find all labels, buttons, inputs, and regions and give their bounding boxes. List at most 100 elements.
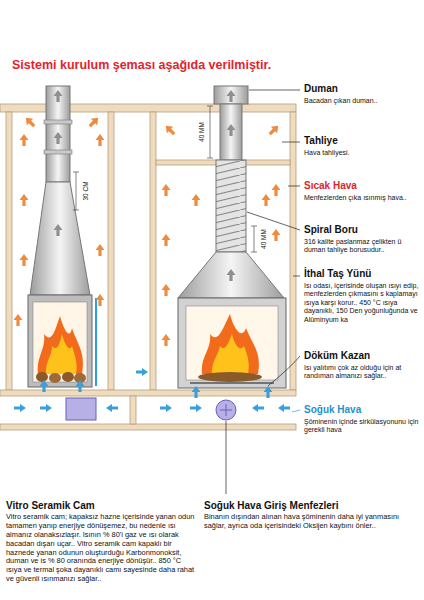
right-fireplace [220, 104, 242, 160]
cold-air-arrows [190, 404, 202, 412]
building-structure [150, 112, 156, 390]
hot-air-arrows [162, 334, 171, 346]
hot-air-arrows [14, 314, 23, 326]
dimension-lines [251, 226, 257, 252]
smoke-arrows [54, 90, 236, 281]
callout-text: 316 kalite paslanmaz çelikten ü duman ta… [304, 238, 420, 255]
cold-air-arrows [106, 404, 118, 412]
hot-air-arrows [87, 115, 102, 130]
callout-text: Isı odası, içerisinde oluşan ısıyı edip,… [304, 282, 420, 324]
leader-lines [292, 410, 300, 412]
hot-air-arrows [262, 194, 271, 206]
cold-air-arrows [14, 404, 26, 412]
cold-air-arrows [264, 386, 273, 398]
right-fireplace [212, 334, 249, 374]
hot-air-arrows [96, 134, 105, 146]
building-structure [290, 112, 296, 390]
smoke-arrows [54, 224, 63, 236]
right-fireplace [214, 86, 248, 104]
smoke-arrows [227, 90, 236, 102]
hot-air-arrows [163, 123, 178, 138]
hot-air-arrows [23, 115, 38, 130]
hot-air-arrows [14, 115, 282, 346]
hot-air-arrows [23, 115, 38, 130]
cold-air-arrows [40, 380, 49, 392]
dimension-lines [73, 106, 257, 252]
left-fireplace [30, 182, 90, 295]
hot-air-arrows [20, 194, 29, 206]
leader-lines [247, 212, 300, 230]
cold-air-arrows [192, 386, 201, 398]
right-fireplace [186, 306, 278, 380]
cold-air-arrows [278, 404, 290, 412]
hot-air-arrows [163, 123, 178, 138]
leader-lines [249, 90, 300, 91]
cold-air-arrows [278, 404, 290, 412]
right-fireplace [202, 314, 259, 374]
dimension-lines [207, 106, 213, 158]
cold-air-arrows [252, 404, 264, 412]
right-fireplace [220, 404, 232, 416]
hot-air-arrows [267, 123, 282, 138]
hot-air-arrows [162, 284, 171, 296]
building-structure [0, 104, 296, 430]
note-text: Vitro seramik cam; kapaksız hazne içeris… [6, 513, 198, 584]
callout-text: Bacadan çıkan duman.. [304, 97, 420, 105]
building-structure [0, 424, 296, 430]
leader-lines [282, 142, 300, 143]
left-fireplace [38, 316, 83, 374]
building-structure [130, 396, 136, 424]
right-fireplace [190, 382, 274, 384]
diagram-title: Sistemi kurulum şeması aşağıda verilmişt… [12, 58, 271, 73]
hot-air-arrows [96, 294, 105, 306]
callout-text: Menfezlerden çıka ısınmış hava.. [304, 194, 420, 202]
building-structure [0, 104, 296, 112]
cold-air-arrows [14, 368, 290, 412]
hot-air-arrows [20, 254, 29, 266]
callout-text: Şöminenin içinde sirkülasyonunu için ger… [304, 418, 420, 435]
left-fireplace [28, 86, 96, 420]
left-fireplace [44, 150, 72, 154]
note-heading: Vitro Seramik Cam [6, 500, 196, 512]
callout-heading: Döküm Kazan [304, 350, 420, 362]
callout-text: Hava tahliyesi. [304, 149, 420, 157]
smoke-arrows [227, 269, 236, 281]
note-text: Binanın dışından alınan hava şöminenin d… [204, 513, 418, 531]
right-fireplace [198, 372, 262, 382]
dimension-label: 40 MM [198, 121, 206, 143]
callout-heading: İthal Taş Yünü [304, 268, 420, 280]
building-structure [6, 112, 12, 390]
leader-lines [293, 276, 300, 277]
hot-air-arrows [87, 115, 102, 130]
callout-heading: Spiral Boru [304, 224, 420, 236]
left-fireplace [66, 398, 96, 420]
dimension-lines [73, 172, 79, 210]
right-fireplace [178, 252, 284, 298]
left-fireplace [49, 373, 61, 383]
building-structure [108, 112, 114, 390]
callout-text: Isı yalıtımı çok az olduğu için at randı… [304, 364, 420, 381]
hot-air-arrows [20, 134, 29, 146]
left-fireplace [33, 302, 87, 382]
leader-lines [226, 421, 227, 494]
cold-air-arrows [40, 404, 52, 412]
left-fireplace [95, 298, 97, 386]
right-fireplace [178, 86, 286, 420]
callout-heading: Duman [304, 83, 420, 95]
left-fireplace [62, 372, 74, 382]
leader-lines [268, 356, 300, 386]
hot-air-arrows [162, 234, 171, 246]
dimension-label: 30 CM [82, 180, 90, 201]
leader-lines [226, 90, 300, 494]
callout-heading: Soğuk Hava [304, 404, 420, 416]
left-fireplace [46, 334, 77, 374]
hot-air-arrows [162, 184, 171, 196]
right-fireplace [216, 160, 246, 252]
left-fireplace [28, 295, 92, 387]
callout-heading: Sıcak Hava [304, 180, 420, 192]
dimension-label: 40 MM [260, 228, 268, 250]
right-fireplace [178, 298, 286, 388]
right-fireplace [216, 400, 236, 420]
left-fireplace [44, 120, 72, 124]
